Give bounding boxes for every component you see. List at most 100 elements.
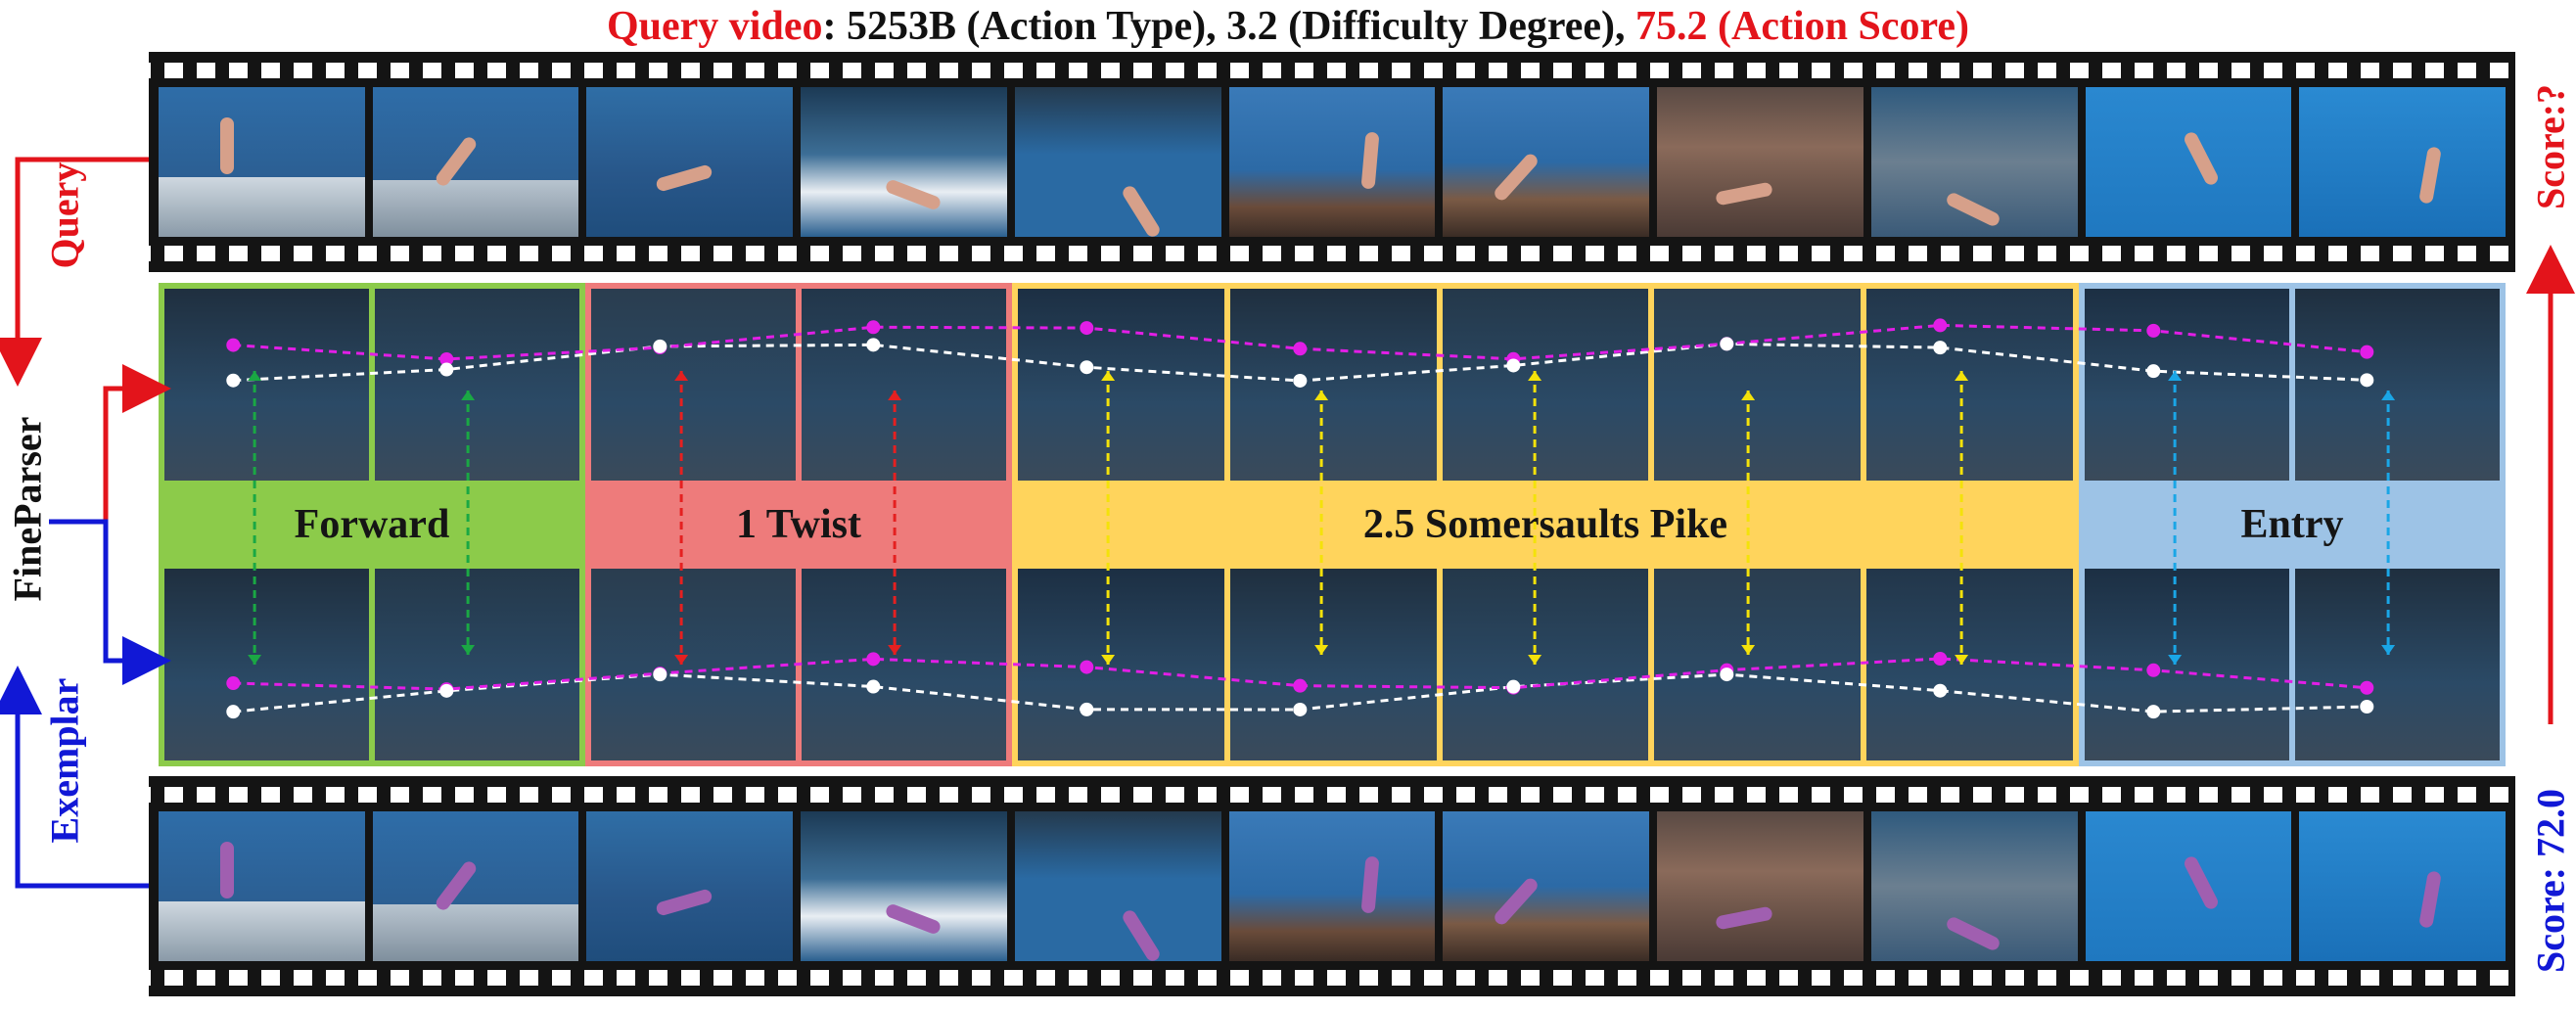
frame-top-half (1229, 289, 1437, 481)
video-frame (159, 87, 365, 237)
query-arrow (0, 157, 149, 387)
frame-bot-half (164, 569, 369, 760)
keypoint-marker (1506, 679, 1521, 694)
phase-2: 2.5 Somersaults Pike (1012, 283, 2079, 766)
exemplar-score-label: Score: 72.0 (2528, 788, 2573, 974)
sprocket-holes-top (149, 787, 2515, 803)
video-frame (2299, 87, 2507, 237)
phase-label: Entry (2085, 497, 2500, 552)
exemplar-frames (159, 811, 2507, 961)
keypoint-marker (866, 652, 881, 667)
keypoint-marker (1293, 373, 1308, 388)
frame-top-half (2085, 289, 2289, 481)
frame-bot-half (1866, 569, 2073, 760)
video-frame (372, 87, 579, 237)
keypoint-marker (1933, 652, 1948, 667)
frame-top-half (1654, 289, 1862, 481)
arrowhead (2168, 655, 2183, 665)
frame-top-half (375, 289, 579, 481)
exemplar-filmstrip (149, 776, 2515, 996)
frame-bot-half (591, 569, 796, 760)
sprocket-holes-bottom (149, 970, 2515, 986)
video-frame (2085, 811, 2292, 961)
arrowhead (674, 371, 689, 381)
keypoint-marker (2360, 345, 2374, 359)
keypoint-marker (1506, 358, 1521, 373)
arrowhead (674, 655, 689, 665)
keypoint-marker (1720, 668, 1734, 682)
frame-top-half (802, 289, 1006, 481)
keypoint-marker (1080, 702, 1094, 716)
video-frame (2299, 811, 2507, 961)
keypoint-marker (1080, 321, 1094, 336)
arrowhead (1955, 371, 1969, 381)
video-frame (1657, 87, 1863, 237)
video-frame (1870, 87, 2078, 237)
query-label: Query (42, 161, 87, 269)
phase-label: 2.5 Somersaults Pike (1018, 497, 2073, 552)
video-frame (372, 811, 579, 961)
figure-title: Query video: 5253B (Action Type), 3.2 (D… (0, 2, 2576, 51)
arrowhead (888, 391, 902, 400)
keypoint-marker (226, 676, 241, 691)
keypoint-marker (2146, 705, 2161, 719)
frame-bot-half (1018, 569, 1224, 760)
keypoint-marker (439, 351, 454, 366)
keypoint-marker (1720, 337, 1734, 351)
frame-bot-half (2085, 569, 2289, 760)
arrowhead (1314, 645, 1329, 655)
sprocket-holes-top (149, 63, 2515, 78)
exemplar-label: Exemplar (42, 677, 87, 844)
keypoint-marker (1080, 360, 1094, 375)
video-frame (159, 811, 365, 961)
keypoint-marker (2360, 680, 2374, 695)
keypoint-marker (2146, 323, 2161, 338)
video-frame (1443, 87, 1650, 237)
phase-frame (1018, 289, 1224, 760)
phase-frame (1861, 289, 2073, 760)
arrowhead (1955, 655, 1969, 665)
keypoint-marker (2146, 364, 2161, 379)
title-action-score: 75.2 (Action Score) (1635, 4, 1969, 49)
phase-frame (2289, 289, 2500, 760)
arrowhead (1741, 391, 1756, 400)
phase-frame (164, 289, 369, 760)
frame-top-half (2295, 289, 2500, 481)
fineparser-to-query-arrow (49, 364, 171, 525)
arrowhead (1528, 655, 1542, 665)
keypoint-marker (226, 373, 241, 388)
keypoint-marker (1933, 341, 1948, 355)
pose-alignment-overlay (226, 318, 2396, 719)
keypoint-marker (1080, 660, 1094, 674)
frame-top-half (1442, 289, 1649, 481)
arrowhead (248, 371, 262, 381)
phase-label: Forward (164, 497, 579, 552)
arrowhead (1101, 655, 1116, 665)
video-frame (1014, 811, 1221, 961)
keypoint-marker (866, 679, 881, 694)
frame-bot-half (1229, 569, 1437, 760)
video-frame (1014, 87, 1221, 237)
fineparser-to-exemplar-arrow (49, 519, 171, 685)
video-frame (1228, 811, 1436, 961)
frame-top-half (1018, 289, 1224, 481)
diver-figure (220, 841, 235, 898)
video-frame (801, 811, 1007, 961)
arrowhead (1741, 645, 1756, 655)
video-frame (1228, 87, 1436, 237)
fineparser-label: FineParser (5, 416, 50, 602)
title-action-type: : 5253B (Action Type), 3.2 (Difficulty D… (822, 4, 1626, 49)
exemplar-arrow (0, 666, 149, 889)
query-score-label: Score:? (2528, 83, 2573, 210)
keypoint-marker (1293, 342, 1308, 356)
video-frame (586, 811, 794, 961)
arrowhead (2381, 645, 2396, 655)
keypoint-marker (2146, 663, 2161, 677)
arrowhead (1314, 391, 1329, 400)
query-frames (159, 87, 2507, 237)
frame-bot-half (802, 569, 1006, 760)
frame-top-half (591, 289, 796, 481)
keypoint-marker (2360, 700, 2374, 714)
